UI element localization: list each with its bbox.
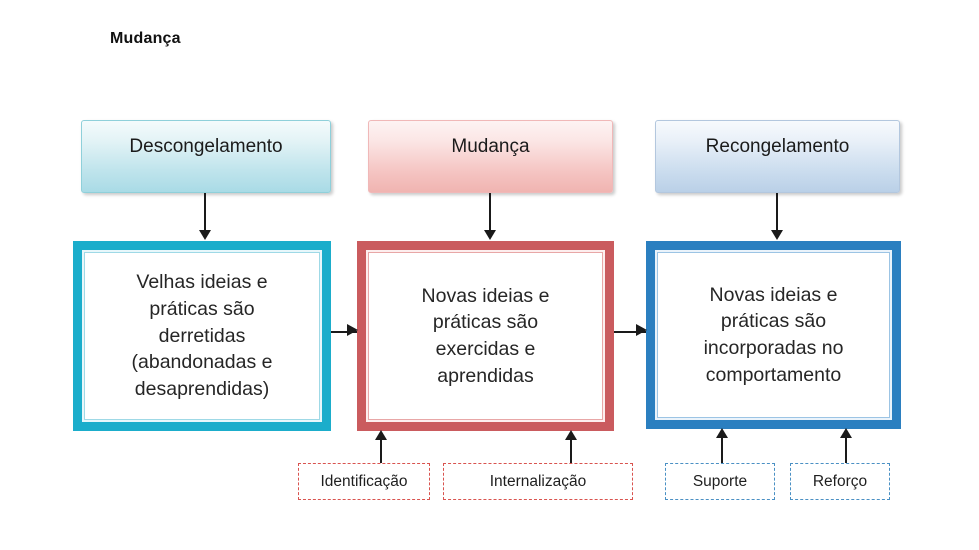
phase-box-descongelamento: Descongelamento xyxy=(81,120,331,193)
arrowhead-down-1 xyxy=(199,230,211,240)
connector-phase-to-stage-1 xyxy=(204,193,206,231)
driver-box-reforco: Reforço xyxy=(790,463,890,500)
driver-box-suporte: Suporte xyxy=(665,463,775,500)
page-title: Mudança xyxy=(110,30,181,47)
phase-label-descongelamento: Descongelamento xyxy=(129,136,283,158)
arrowhead-up-internalizacao xyxy=(565,430,577,440)
connector-phase-to-stage-3 xyxy=(776,193,778,231)
driver-label-reforco: Reforço xyxy=(812,472,868,490)
arrowhead-right-2 xyxy=(636,324,647,336)
connector-identificacao xyxy=(380,438,382,463)
arrowhead-down-3 xyxy=(771,230,783,240)
driver-label-suporte: Suporte xyxy=(692,472,748,490)
driver-box-identificacao: Identificação xyxy=(298,463,430,500)
driver-box-internalizacao: Internalização xyxy=(443,463,633,500)
stage-text-mudanca: Novas ideias e práticas são exercidas e … xyxy=(421,284,550,387)
arrowhead-down-2 xyxy=(484,230,496,240)
phase-box-recongelamento: Recongelamento xyxy=(655,120,900,193)
arrowhead-right-1 xyxy=(347,324,358,336)
connector-stage2-to-stage3 xyxy=(614,331,646,333)
arrowhead-up-reforco xyxy=(840,428,852,438)
stage-box-recongelamento: Novas ideias e práticas são incorporadas… xyxy=(646,241,901,429)
stage-box-descongelamento: Velhas ideias e práticas são derretidas … xyxy=(73,241,331,431)
stage-text-descongelamento: Velhas ideias e práticas são derretidas … xyxy=(131,271,273,401)
phase-box-mudanca: Mudança xyxy=(368,120,613,193)
stage-box-mudanca: Novas ideias e práticas são exercidas e … xyxy=(357,241,614,431)
stage-text-recongelamento: Novas ideias e práticas são incorporadas… xyxy=(703,283,844,386)
arrowhead-up-suporte xyxy=(716,428,728,438)
phase-label-mudanca: Mudança xyxy=(451,136,530,158)
connector-internalizacao xyxy=(570,438,572,463)
stage-inner-mudanca: Novas ideias e práticas são exercidas e … xyxy=(366,250,605,422)
connector-stage1-to-stage2 xyxy=(331,331,357,333)
driver-label-internalizacao: Internalização xyxy=(489,472,587,490)
driver-label-identificacao: Identificação xyxy=(320,472,408,490)
stage-inner-recongelamento: Novas ideias e práticas são incorporadas… xyxy=(655,250,892,420)
connector-phase-to-stage-2 xyxy=(489,193,491,231)
arrowhead-up-identificacao xyxy=(375,430,387,440)
connector-suporte xyxy=(721,437,723,463)
connector-reforco xyxy=(845,437,847,463)
phase-label-recongelamento: Recongelamento xyxy=(705,136,850,158)
stage-inner-descongelamento: Velhas ideias e práticas são derretidas … xyxy=(82,250,322,422)
